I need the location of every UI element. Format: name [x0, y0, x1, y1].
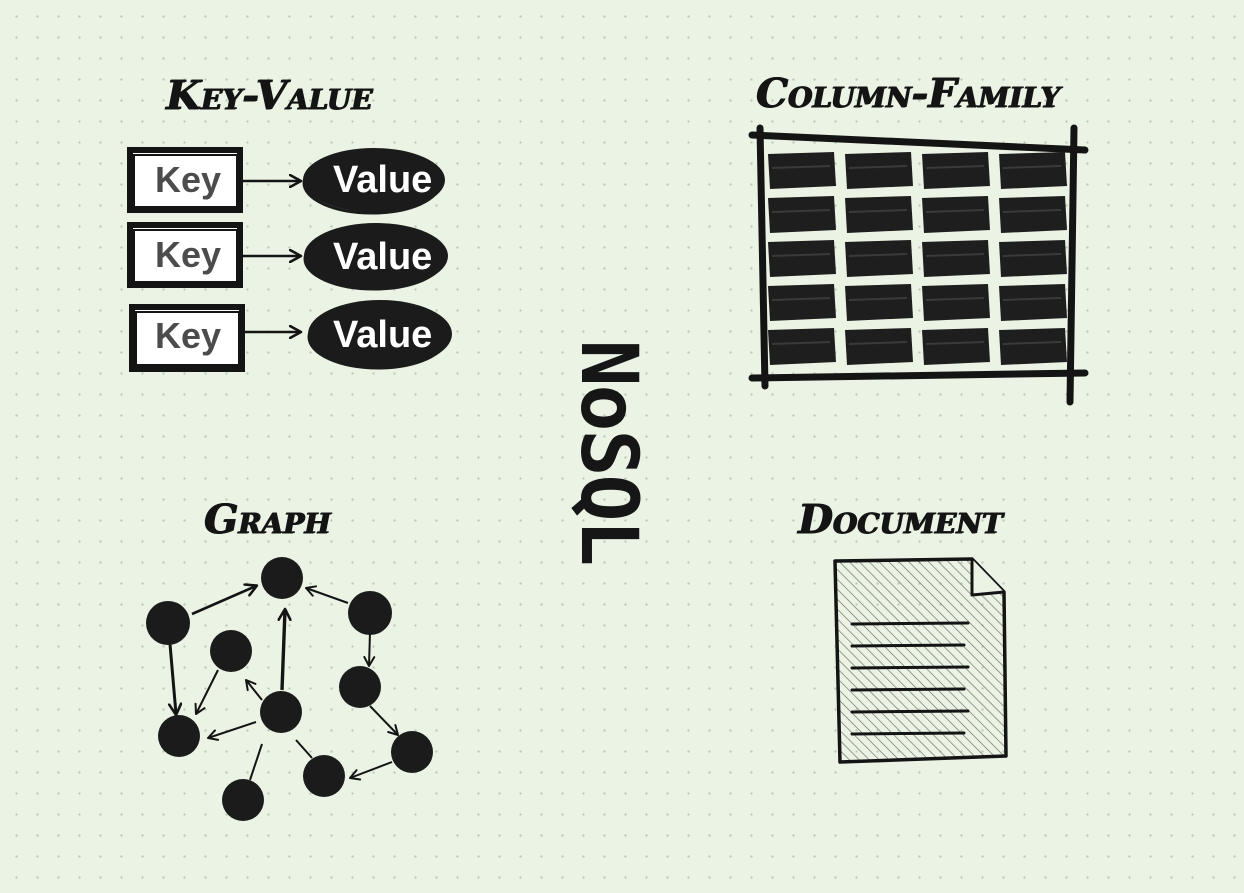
document-text-line	[850, 731, 966, 736]
column-family-cell	[922, 284, 990, 321]
document-text-line	[850, 709, 970, 714]
key-box: Key	[127, 222, 243, 288]
cell-texture	[925, 209, 985, 213]
cell-texture	[1002, 165, 1062, 169]
document-page-icon	[833, 557, 1008, 764]
column-family-cell	[922, 240, 990, 277]
key-label: Key	[155, 159, 221, 200]
column-family-cell	[922, 152, 990, 189]
column-family-cell	[845, 328, 913, 365]
column-family-cell	[999, 328, 1067, 365]
key-label: Key	[155, 234, 221, 275]
column-family-cell	[845, 284, 913, 321]
graph-node	[158, 715, 200, 757]
document-text-line	[850, 687, 966, 692]
column-family-table	[748, 124, 1089, 406]
kv-pair-2: Key Value	[127, 222, 448, 291]
value-blob: Value	[302, 148, 445, 215]
key-value-title: Key-Value	[166, 72, 373, 119]
cell-texture	[848, 341, 908, 345]
key-box: Key	[129, 304, 245, 372]
column-family-cell	[768, 196, 836, 233]
column-family-cell	[922, 328, 990, 365]
column-family-cell	[768, 152, 836, 189]
cell-texture	[771, 341, 831, 345]
cell-texture	[771, 209, 831, 213]
cell-texture	[771, 165, 831, 169]
document-title: Document	[798, 496, 1003, 543]
graph-node	[260, 691, 302, 733]
kv-pair-3: Key Value	[129, 300, 452, 372]
value-label: Value	[333, 314, 432, 356]
graph-node	[210, 630, 252, 672]
column-family-cells	[768, 152, 1067, 365]
column-family-cell	[845, 240, 913, 277]
column-family-cell	[768, 240, 836, 277]
column-family-title: Column-Family	[756, 70, 1061, 117]
document-text-line	[850, 621, 970, 626]
column-family-cell	[999, 240, 1067, 277]
key-box: Key	[127, 147, 243, 213]
cell-texture	[848, 253, 908, 257]
cell-texture	[1002, 341, 1062, 345]
column-family-cell	[768, 328, 836, 365]
column-family-cell	[845, 152, 913, 189]
kv-pair-1: Key Value	[127, 147, 445, 215]
column-family-cell	[999, 284, 1067, 321]
document-text-lines	[850, 621, 970, 736]
graph-nodes	[146, 557, 433, 821]
graph-node	[391, 731, 433, 773]
column-family-cell	[845, 196, 913, 233]
graph-node	[303, 755, 345, 797]
column-family-cell	[922, 196, 990, 233]
cell-texture	[771, 297, 831, 301]
cell-texture	[925, 297, 985, 301]
cell-texture	[1002, 253, 1062, 257]
cell-texture	[771, 253, 831, 257]
value-blob: Value	[307, 300, 452, 370]
value-label: Value	[333, 236, 432, 278]
column-family-cell	[768, 284, 836, 321]
cell-texture	[925, 253, 985, 257]
graph-node	[348, 591, 392, 635]
column-family-cell	[999, 152, 1067, 189]
column-family-cell	[999, 196, 1067, 233]
cell-texture	[848, 297, 908, 301]
document-text-line	[850, 643, 966, 648]
cell-texture	[925, 165, 985, 169]
cell-texture	[925, 341, 985, 345]
cell-texture	[1002, 297, 1062, 301]
graph-node	[339, 666, 381, 708]
key-label: Key	[155, 315, 221, 356]
graph-node	[146, 601, 190, 645]
graph-node	[222, 779, 264, 821]
graph-node	[261, 557, 303, 599]
value-blob: Value	[303, 223, 448, 291]
document-text-line	[850, 665, 970, 670]
graph-edges	[170, 586, 399, 781]
graph-title: Graph	[204, 496, 331, 543]
cell-texture	[848, 209, 908, 213]
cell-texture	[848, 165, 908, 169]
value-label: Value	[333, 159, 432, 201]
cell-texture	[1002, 209, 1062, 213]
